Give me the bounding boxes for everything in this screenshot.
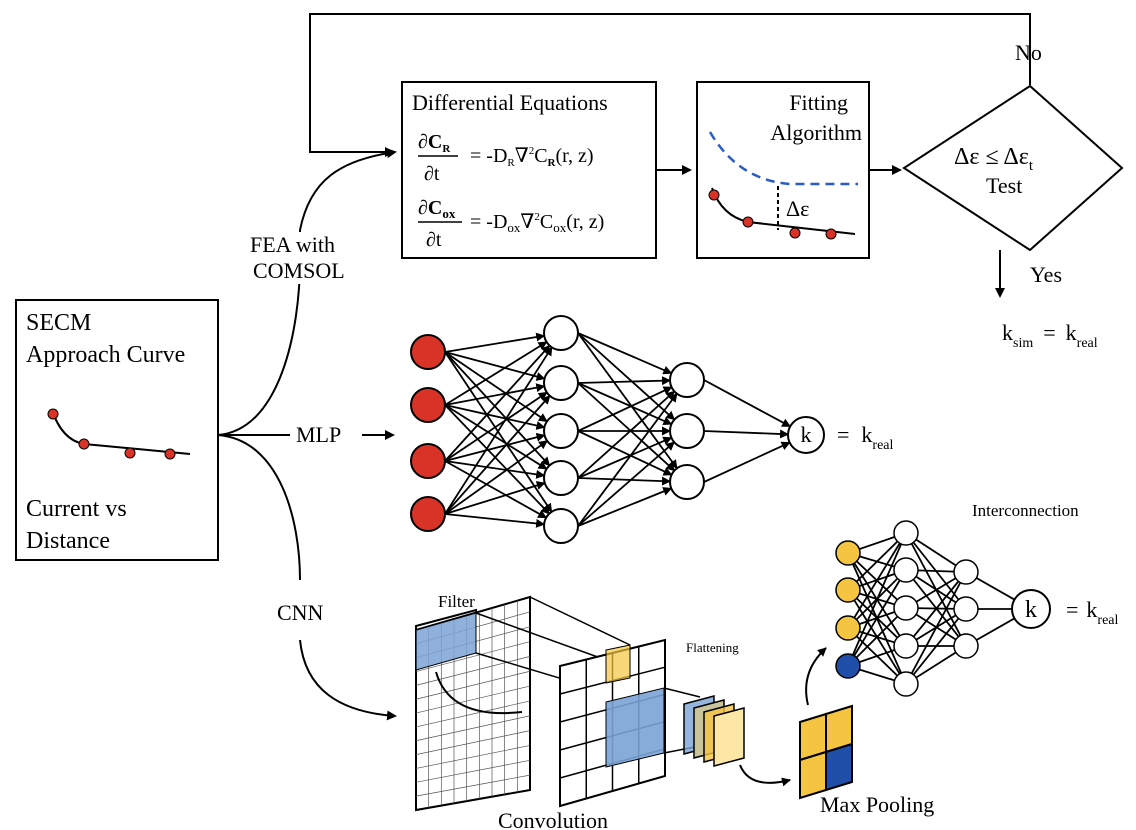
cnn-hidden-node <box>893 520 919 546</box>
mlp-label: MLP <box>296 422 341 447</box>
cnn-hidden-node <box>893 557 919 583</box>
cnn-label: CNN <box>277 600 324 625</box>
fitting-title-line2: Algorithm <box>770 120 862 145</box>
mlp-hidden-node <box>543 508 579 544</box>
simulated-curve <box>708 131 858 186</box>
mlp-hidden-node <box>669 464 705 500</box>
no-label: No <box>1015 40 1042 65</box>
filter-label: Filter <box>438 592 475 611</box>
mlp-output-node <box>787 416 825 454</box>
cnn-hidden-node <box>953 559 979 585</box>
fea-label-line1: FEA with <box>250 232 335 257</box>
secm-title-line1: SECM <box>26 310 91 336</box>
branch-connectors <box>217 148 397 721</box>
delta-epsilon-label: Δε <box>786 196 809 221</box>
cnn-section: Filter Flattening Convolution <box>415 501 1119 830</box>
cnn-hidden-node <box>893 595 919 621</box>
decision-line2: Test <box>986 173 1022 198</box>
flattened-maps <box>683 695 745 767</box>
convolution-label: Convolution <box>498 808 608 830</box>
fea-label-line2: COMSOL <box>253 258 345 283</box>
diff-eq-title: Differential Equations <box>412 90 608 115</box>
fitting-box: Fitting Algorithm Δε <box>696 81 870 259</box>
diff-eq-box: Differential Equations ∂CR ∂t = -DR∇2CR(… <box>401 81 657 259</box>
equation-1: ∂CR ∂t = -DR∇2CR(r, z) <box>418 131 594 185</box>
cnn-hidden-node <box>953 633 979 659</box>
feedback-loop <box>309 13 1031 157</box>
cnn-output-node-label: k <box>1025 597 1037 623</box>
equation-2: ∂Cox ∂t = -Dox∇2Cox(r, z) <box>418 197 604 251</box>
flattening-label: Flattening <box>686 640 739 655</box>
mlp-output-eq: =kreal <box>837 422 894 453</box>
cnn-hidden-node <box>893 671 919 697</box>
cnn-output-eq: =kreal <box>1066 597 1119 628</box>
mlp-input-node <box>410 334 446 370</box>
secm-box: SECM Approach Curve Current vs Distance <box>15 299 219 561</box>
max-pooling-grid <box>799 704 853 800</box>
mlp-hidden-node <box>543 365 579 401</box>
max-pooling-label: Max Pooling <box>820 792 934 817</box>
mlp-hidden-node <box>669 362 705 398</box>
mlp-hidden-node <box>669 413 705 449</box>
svg-text:∂t: ∂t <box>426 229 442 251</box>
decision-line1: Δε ≤ Δεt <box>954 144 1034 174</box>
mlp-input-node <box>410 496 446 532</box>
cnn-input-node <box>835 653 861 679</box>
interconnection-network: k <box>835 520 1051 697</box>
mlp-hidden-node <box>543 413 579 449</box>
fitting-title-line1: Fitting <box>789 90 848 115</box>
yes-label: Yes <box>1030 262 1062 287</box>
cnn-input-node <box>835 540 861 566</box>
input-feature-map <box>415 595 531 812</box>
mlp-input-node <box>410 387 446 423</box>
secm-footer-line1: Current vs <box>26 496 127 522</box>
arrow-to-interconnection <box>805 647 827 706</box>
svg-text:∂Cox: ∂Cox <box>418 197 456 221</box>
mlp-hidden-node <box>543 315 579 351</box>
cnn-input-node <box>835 577 861 603</box>
convolution-map <box>559 638 666 808</box>
cnn-hidden-node <box>893 633 919 659</box>
mlp-network: k <box>410 315 825 544</box>
secm-footer-line2: Distance <box>26 528 110 554</box>
svg-text:∂t: ∂t <box>424 163 440 185</box>
cnn-input-node <box>835 615 861 641</box>
mlp-output-node-label: k <box>801 422 812 447</box>
interconnection-label: Interconnection <box>972 501 1079 520</box>
cnn-output-node <box>1011 589 1051 629</box>
decision-diamond: Δε ≤ Δεt Test <box>902 84 1124 252</box>
cnn-hidden-node <box>953 596 979 622</box>
k-sim-result: ksim=kreal <box>1002 320 1098 351</box>
svg-text:∂CR: ∂CR <box>418 131 451 155</box>
mlp-hidden-node <box>543 460 579 496</box>
arrow-to-pooling <box>739 764 791 787</box>
svg-text:= -DR∇2CR(r, z): = -DR∇2CR(r, z) <box>470 145 594 169</box>
svg-text:= -Dox∇2Cox(r, z): = -Dox∇2Cox(r, z) <box>470 211 604 235</box>
mlp-input-node <box>410 443 446 479</box>
secm-title-line2: Approach Curve <box>26 342 185 368</box>
